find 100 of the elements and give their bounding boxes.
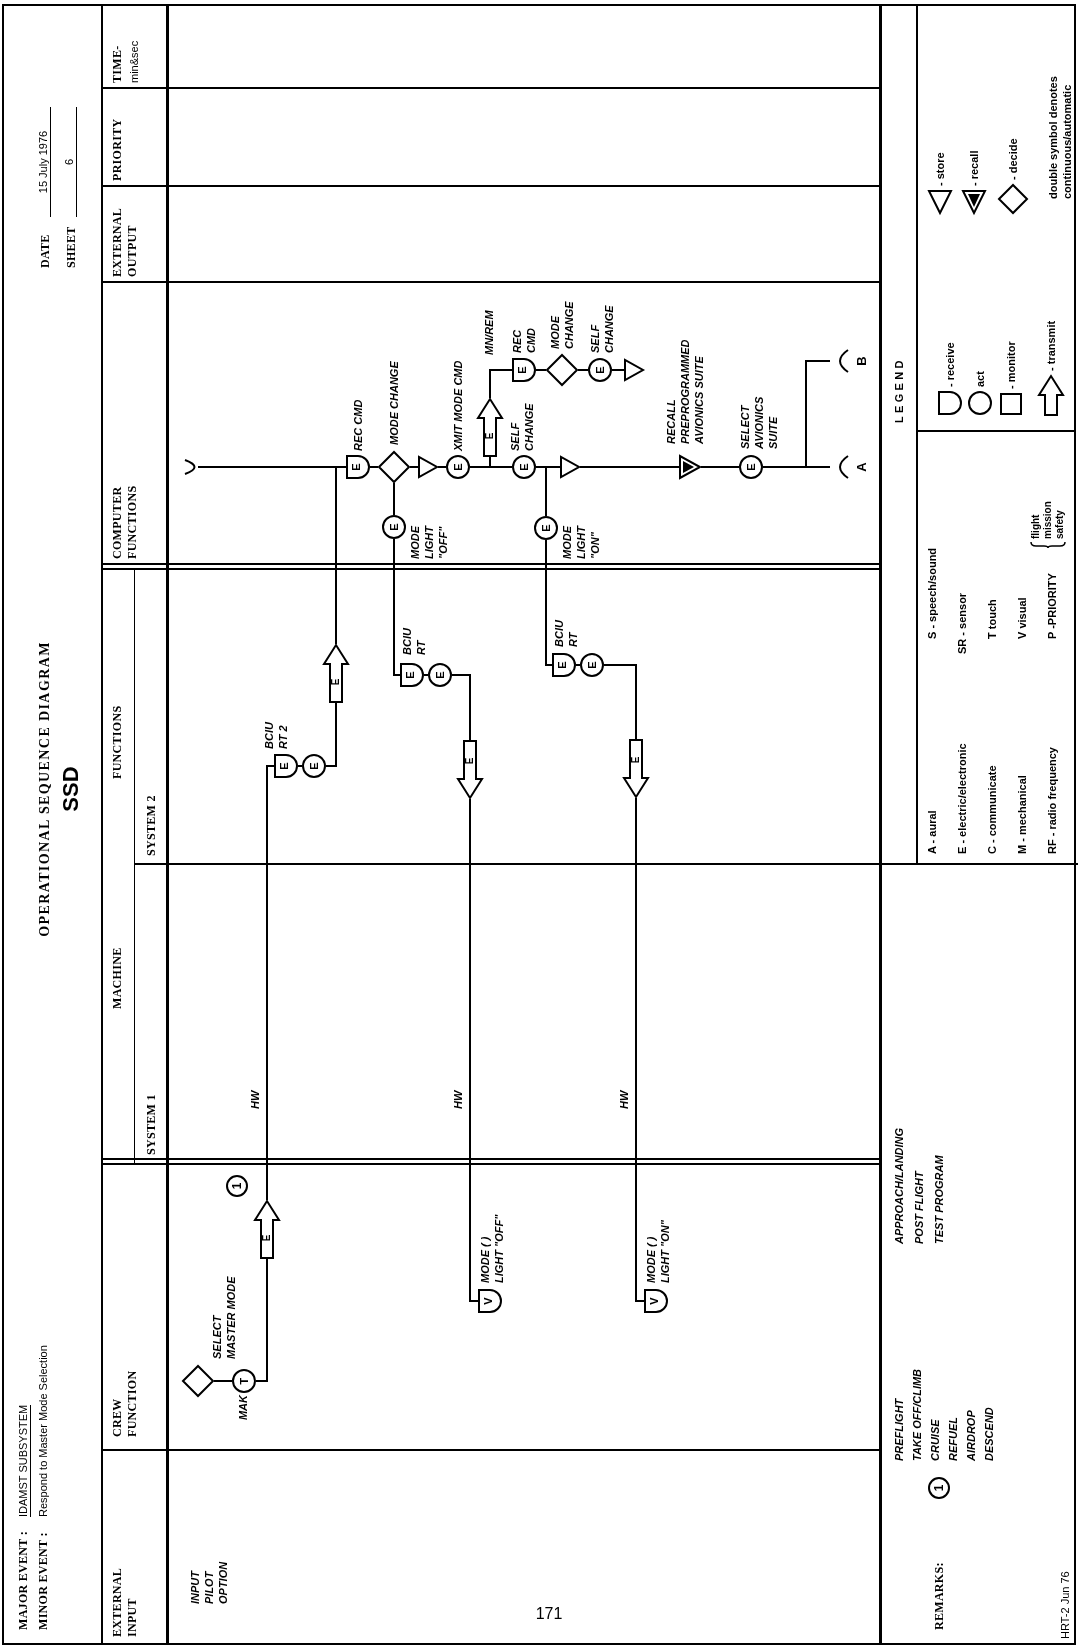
legend-code: RF - radio frequency bbox=[1045, 747, 1059, 854]
connector-line bbox=[266, 765, 275, 1201]
connector-line bbox=[423, 674, 429, 676]
handwritten-label: MODE LIGHT "OFF" bbox=[408, 524, 450, 559]
legend-label: - receive bbox=[943, 342, 957, 387]
header-text: TIME- bbox=[110, 45, 125, 83]
decision-diamond bbox=[182, 1365, 214, 1397]
connector-line bbox=[635, 797, 645, 1302]
connector-line bbox=[437, 466, 447, 468]
note-text: HRT-2 Jun 76 bbox=[1058, 1571, 1072, 1639]
handwritten-label: BCIU RT 2 bbox=[262, 720, 290, 749]
handwritten-label: RECALL PREPROGRAMMED AVIONICS SUITE bbox=[664, 338, 706, 444]
receive-symbol: V bbox=[644, 1289, 668, 1313]
header-text: MACHINE bbox=[110, 947, 125, 1009]
header-text: DATE bbox=[38, 234, 53, 268]
act-circle: E bbox=[580, 653, 604, 677]
handwritten-label: BCIU RT bbox=[400, 626, 428, 655]
connector-line bbox=[297, 765, 303, 767]
connector-line bbox=[451, 674, 471, 742]
connector-line bbox=[575, 664, 581, 666]
legend-code: A - aural bbox=[925, 810, 939, 854]
act-circle: E bbox=[302, 754, 326, 778]
act-circle: E bbox=[739, 455, 763, 479]
transmit-symbol: E bbox=[477, 398, 503, 456]
note-text: Respond to Master Mode Selection bbox=[36, 1345, 50, 1517]
recall-triangle bbox=[679, 455, 701, 479]
act-circle: E bbox=[382, 515, 406, 539]
store-triangle bbox=[624, 359, 644, 381]
header-text: REMARKS: bbox=[932, 1562, 947, 1630]
offpage-connector: B bbox=[830, 349, 870, 373]
diagram-code: SSD bbox=[58, 765, 84, 814]
header-text: EXTERNAL OUTPUT bbox=[110, 207, 140, 277]
act-circle: E bbox=[428, 663, 452, 687]
handwritten-label: POST FLIGHT bbox=[912, 1171, 926, 1244]
header-text: CREW FUNCTION bbox=[110, 1369, 140, 1437]
connector-symbol bbox=[182, 459, 198, 475]
connector-line bbox=[469, 798, 479, 1302]
legend-label: - recall bbox=[967, 150, 981, 186]
header-text: PRIORITY bbox=[110, 118, 125, 181]
legend-heading: LEGEND bbox=[892, 357, 906, 423]
connector-line bbox=[197, 466, 347, 468]
store-triangle bbox=[418, 456, 438, 478]
legend-code: T touch bbox=[985, 599, 999, 639]
connector-line bbox=[489, 369, 513, 399]
field-value: 6 bbox=[62, 107, 77, 217]
legend-label: - transmit bbox=[1044, 320, 1058, 371]
receive-symbol: E bbox=[400, 663, 424, 687]
transmit-symbol: E bbox=[323, 644, 349, 702]
connector-line bbox=[325, 701, 337, 767]
handwritten-label: AIRDROP bbox=[964, 1410, 978, 1461]
legend-label: - monitor bbox=[1004, 341, 1018, 389]
offpage-connector: A bbox=[830, 455, 870, 479]
act-circle: T bbox=[232, 1369, 256, 1393]
connector-line bbox=[579, 466, 680, 468]
edge-label: HW bbox=[618, 1088, 631, 1111]
handwritten-label: SELF CHANGE bbox=[588, 304, 616, 353]
handwritten-label: MN/REM bbox=[482, 310, 496, 355]
note-text: min&sec bbox=[127, 40, 141, 83]
handwritten-label: REFUEL bbox=[946, 1417, 960, 1461]
decision-diamond bbox=[546, 354, 578, 386]
header-text: SYSTEM 2 bbox=[144, 795, 159, 856]
connector-line bbox=[255, 1257, 268, 1382]
priority-item: flight bbox=[1030, 514, 1042, 539]
receive-symbol: E bbox=[512, 358, 536, 382]
connector-line bbox=[611, 369, 625, 371]
connector-line bbox=[393, 538, 401, 676]
transmit-symbol: E bbox=[254, 1200, 280, 1258]
act-circle: E bbox=[534, 516, 558, 540]
store-triangle bbox=[560, 456, 580, 478]
handwritten-label: DESCEND bbox=[982, 1407, 996, 1461]
legend-code: P -PRIORITY bbox=[1045, 573, 1059, 639]
connector-line bbox=[577, 369, 589, 371]
handwritten-label: XMIT MODE CMD bbox=[451, 359, 465, 451]
connector-line bbox=[700, 466, 740, 468]
connector-line bbox=[603, 664, 637, 741]
edge-label: HW bbox=[249, 1088, 262, 1111]
callout-number: 1 bbox=[226, 1175, 248, 1197]
legend-label: - decide bbox=[1006, 138, 1020, 180]
field-value: 15 July 1976 bbox=[36, 107, 51, 217]
handwritten-label: MODE ( ) LIGHT "OFF" bbox=[478, 1213, 506, 1283]
act-circle: E bbox=[446, 455, 470, 479]
header-text: SYSTEM 1 bbox=[144, 1094, 159, 1155]
handwritten-label: SELECT MASTER MODE bbox=[210, 1275, 238, 1359]
handwritten-label: BCIU RT bbox=[552, 618, 580, 647]
field-value: IDAMST SUBSYSTEM bbox=[16, 1404, 31, 1517]
receive-symbol: E bbox=[346, 455, 370, 479]
handwritten-label: MODE LIGHT "ON" bbox=[560, 524, 602, 559]
handwritten-label: MODE ( ) LIGHT "ON" bbox=[644, 1219, 672, 1283]
handwritten-label: MODE CHANGE bbox=[387, 360, 401, 445]
transmit-symbol: E bbox=[623, 740, 649, 798]
page-number: 171 bbox=[535, 1604, 563, 1623]
connector-line bbox=[545, 539, 553, 666]
handwritten-label: TAKE OFF/CLIMB bbox=[910, 1368, 924, 1461]
header-text: SHEET bbox=[64, 226, 79, 268]
header-text: FUNCTIONS bbox=[110, 705, 125, 779]
priority-item: safety bbox=[1054, 510, 1066, 539]
header-text: COMPUTER FUNCTIONS bbox=[110, 484, 140, 559]
legend-code: C - communicate bbox=[985, 765, 999, 854]
legend-code: E - electric/electronic bbox=[955, 743, 969, 854]
receive-symbol: E bbox=[274, 754, 298, 778]
